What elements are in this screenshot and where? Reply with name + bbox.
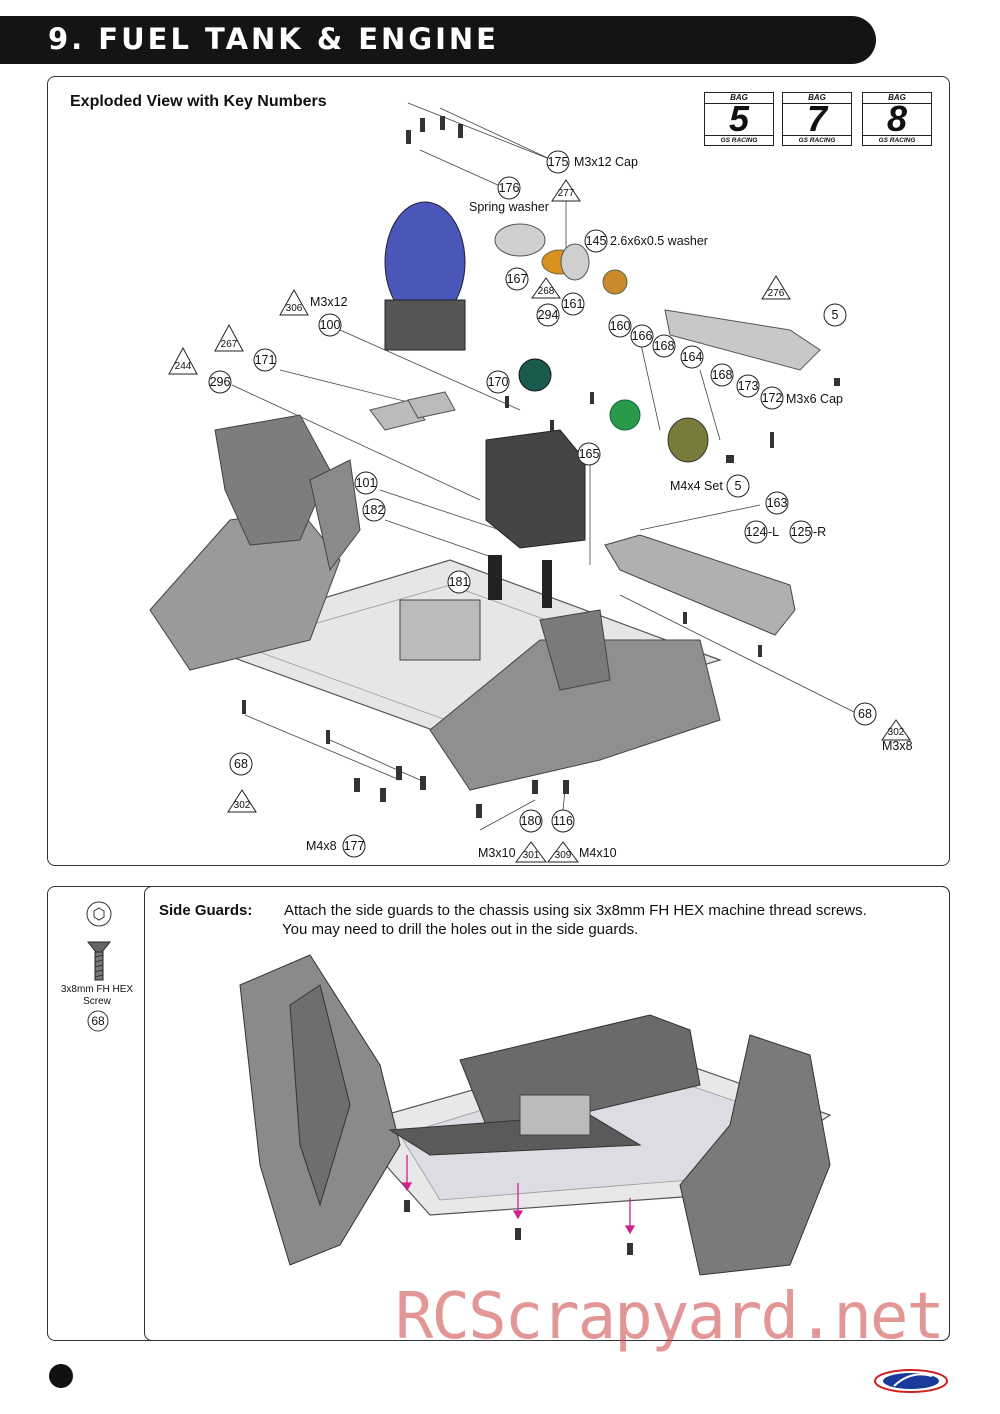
triangle-number: 244: [174, 361, 192, 372]
callout-number: 164: [681, 350, 703, 364]
callout-number: 296: [209, 375, 231, 389]
triangle-number: 302: [887, 727, 905, 738]
label-left: -L: [768, 525, 780, 539]
label-m3x8: M3x8: [882, 739, 913, 753]
bag-number: 8: [886, 98, 908, 139]
bag-brand: GS RACING: [705, 135, 773, 145]
callout-number: 68: [858, 707, 872, 721]
exploded-view-panel: [47, 76, 950, 866]
callout-number: 124: [745, 525, 767, 539]
side-guards-text-line1: Attach the side guards to the chassis us…: [284, 902, 867, 919]
callout-number: 180: [520, 814, 542, 828]
bag-label: BAG: [783, 93, 851, 104]
label-spring-washer: Spring washer: [469, 200, 549, 214]
bag-7-badge: BAG 7 GS RACING: [782, 92, 852, 146]
callout-number: 116: [553, 814, 573, 828]
label-m3x10: M3x10: [478, 846, 516, 860]
callout-number: 5: [734, 479, 742, 493]
bag-label: BAG: [863, 93, 931, 104]
bag-brand: GS RACING: [783, 135, 851, 145]
side-guards-instructions-box: [144, 886, 950, 1341]
callout-number: 177: [343, 839, 365, 853]
bag-label: BAG: [705, 93, 773, 104]
callout-number: 161: [562, 297, 584, 311]
callout-number: 170: [487, 375, 509, 389]
triangle-number: 268: [537, 286, 555, 297]
exploded-view-illustration: [149, 102, 855, 831]
callout-number: 145: [585, 234, 607, 248]
triangle-number: 301: [522, 850, 540, 861]
page-marker-dot: [49, 1364, 73, 1388]
callout-number: 182: [363, 503, 385, 517]
page-title: 9. FUEL TANK & ENGINE: [48, 22, 499, 56]
gs-racing-logo: [874, 1369, 948, 1393]
callout-number: 173: [737, 379, 759, 393]
side-guards-illustration: [239, 954, 832, 1276]
triangle-number: 309: [554, 850, 572, 861]
bag-brand: GS RACING: [863, 135, 931, 145]
label-m3x6-cap: M3x6 Cap: [786, 392, 843, 406]
callout-number: 125: [790, 525, 812, 539]
callout-number: 68: [234, 757, 248, 771]
callout-number: 166: [631, 329, 653, 343]
section-header-bar: [0, 16, 876, 64]
bag-number: 5: [728, 98, 750, 139]
triangle-number: 302: [233, 800, 251, 811]
callout-number: 294: [537, 308, 559, 322]
bag-5-badge: BAG 5 GS RACING: [704, 92, 774, 146]
label-m4x8: M4x8: [306, 839, 337, 853]
side-guards-text-line2: You may need to drill the holes out in t…: [282, 921, 639, 938]
screw-number: 68: [91, 1014, 105, 1028]
callout-number: 168: [711, 368, 733, 382]
callout-number: 176: [498, 181, 520, 195]
callout-number: 160: [609, 319, 631, 333]
callout-number: 5: [831, 308, 839, 322]
callout-number: 100: [319, 318, 341, 332]
callout-markers: [168, 150, 911, 863]
triangle-number: 277: [557, 188, 575, 199]
watermark: RCScrapyard.net: [395, 1280, 945, 1354]
bag-8-badge: BAG 8 GS RACING: [862, 92, 932, 146]
label-washer: 2.6x6x0.5 washer: [610, 234, 708, 248]
label-m4x4-set: M4x4 Set: [670, 479, 723, 493]
label-right: -R: [813, 525, 827, 539]
callout-number: 101: [355, 476, 377, 490]
callout-number: 175: [547, 155, 569, 169]
callout-number: 171: [254, 353, 276, 367]
callout-number: 165: [578, 447, 600, 461]
callout-number: 181: [448, 575, 470, 589]
label-m3x12-cap: M3x12 Cap: [574, 155, 638, 169]
callout-number: 168: [653, 339, 675, 353]
callout-number: 167: [506, 272, 528, 286]
bag-number: 7: [806, 98, 828, 139]
triangle-number: 276: [767, 288, 785, 299]
screw-number-circle: [87, 1010, 109, 1032]
exploded-view-title: Exploded View with Key Numbers: [70, 93, 327, 110]
triangle-number: 306: [285, 303, 303, 314]
hex-screw-icon: [86, 901, 112, 981]
triangle-number: 267: [220, 339, 238, 350]
label-m4x10: M4x10: [579, 846, 617, 860]
callout-number: 163: [766, 496, 788, 510]
label-m3x12: M3x12: [310, 295, 348, 309]
callout-number: 172: [761, 391, 783, 405]
side-guards-title: Side Guards:: [159, 902, 253, 919]
screw-label: 3x8mm FH HEX Screw: [60, 984, 134, 1007]
